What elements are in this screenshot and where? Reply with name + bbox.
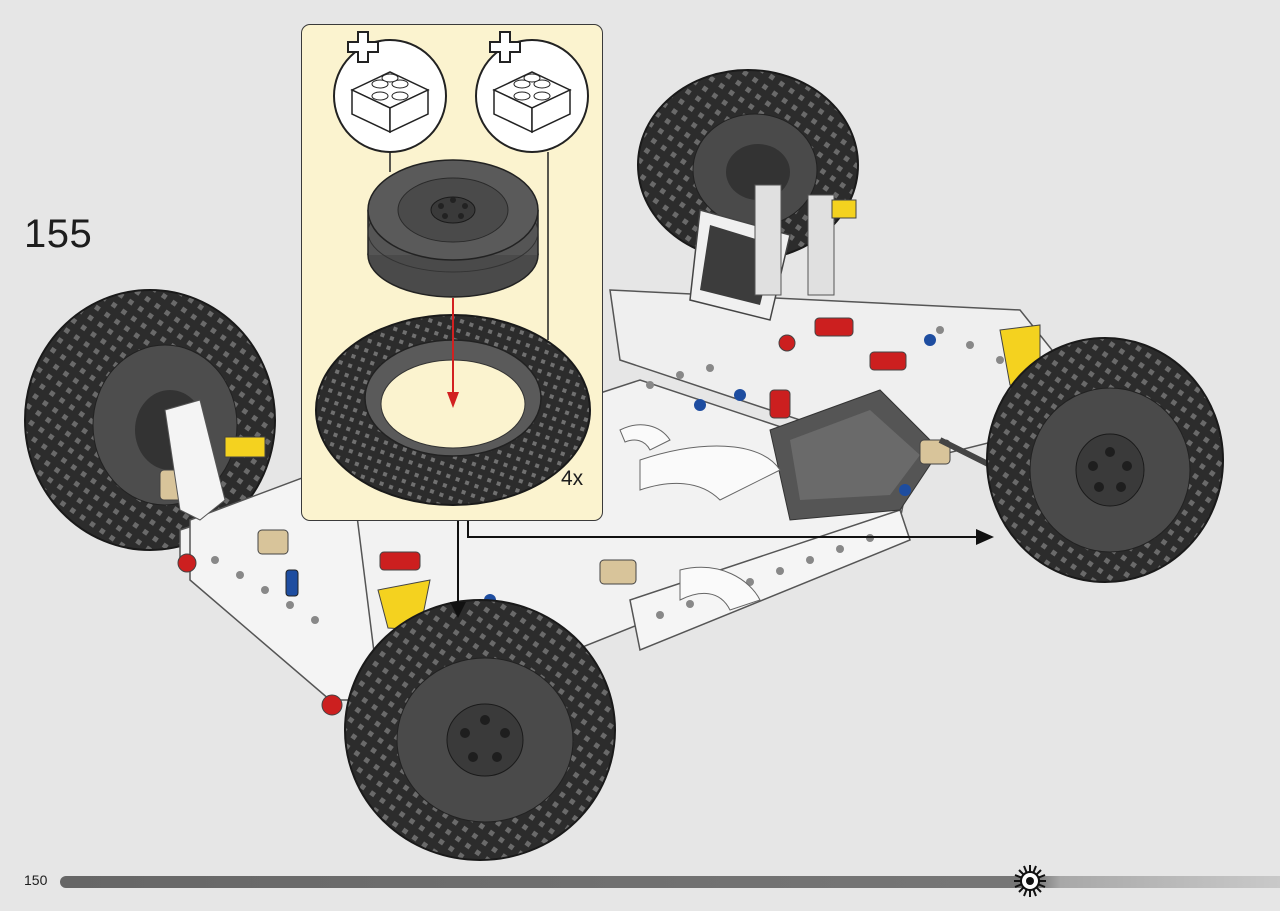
wheel-front-right: [986, 337, 1224, 583]
progress-bar: [60, 876, 1280, 888]
parts-callout: [301, 24, 603, 521]
placement-arrows: [457, 521, 980, 610]
wheel-front-left: [344, 599, 616, 861]
page-number: 150: [24, 872, 48, 888]
step-number: 155: [24, 212, 93, 256]
quantity-label: 4x: [561, 467, 584, 490]
wheel-rear-right: [637, 69, 859, 261]
arrow-head-right: [976, 529, 994, 545]
arrow-head-down: [450, 602, 466, 618]
chassis-frame: [159, 184, 1061, 716]
